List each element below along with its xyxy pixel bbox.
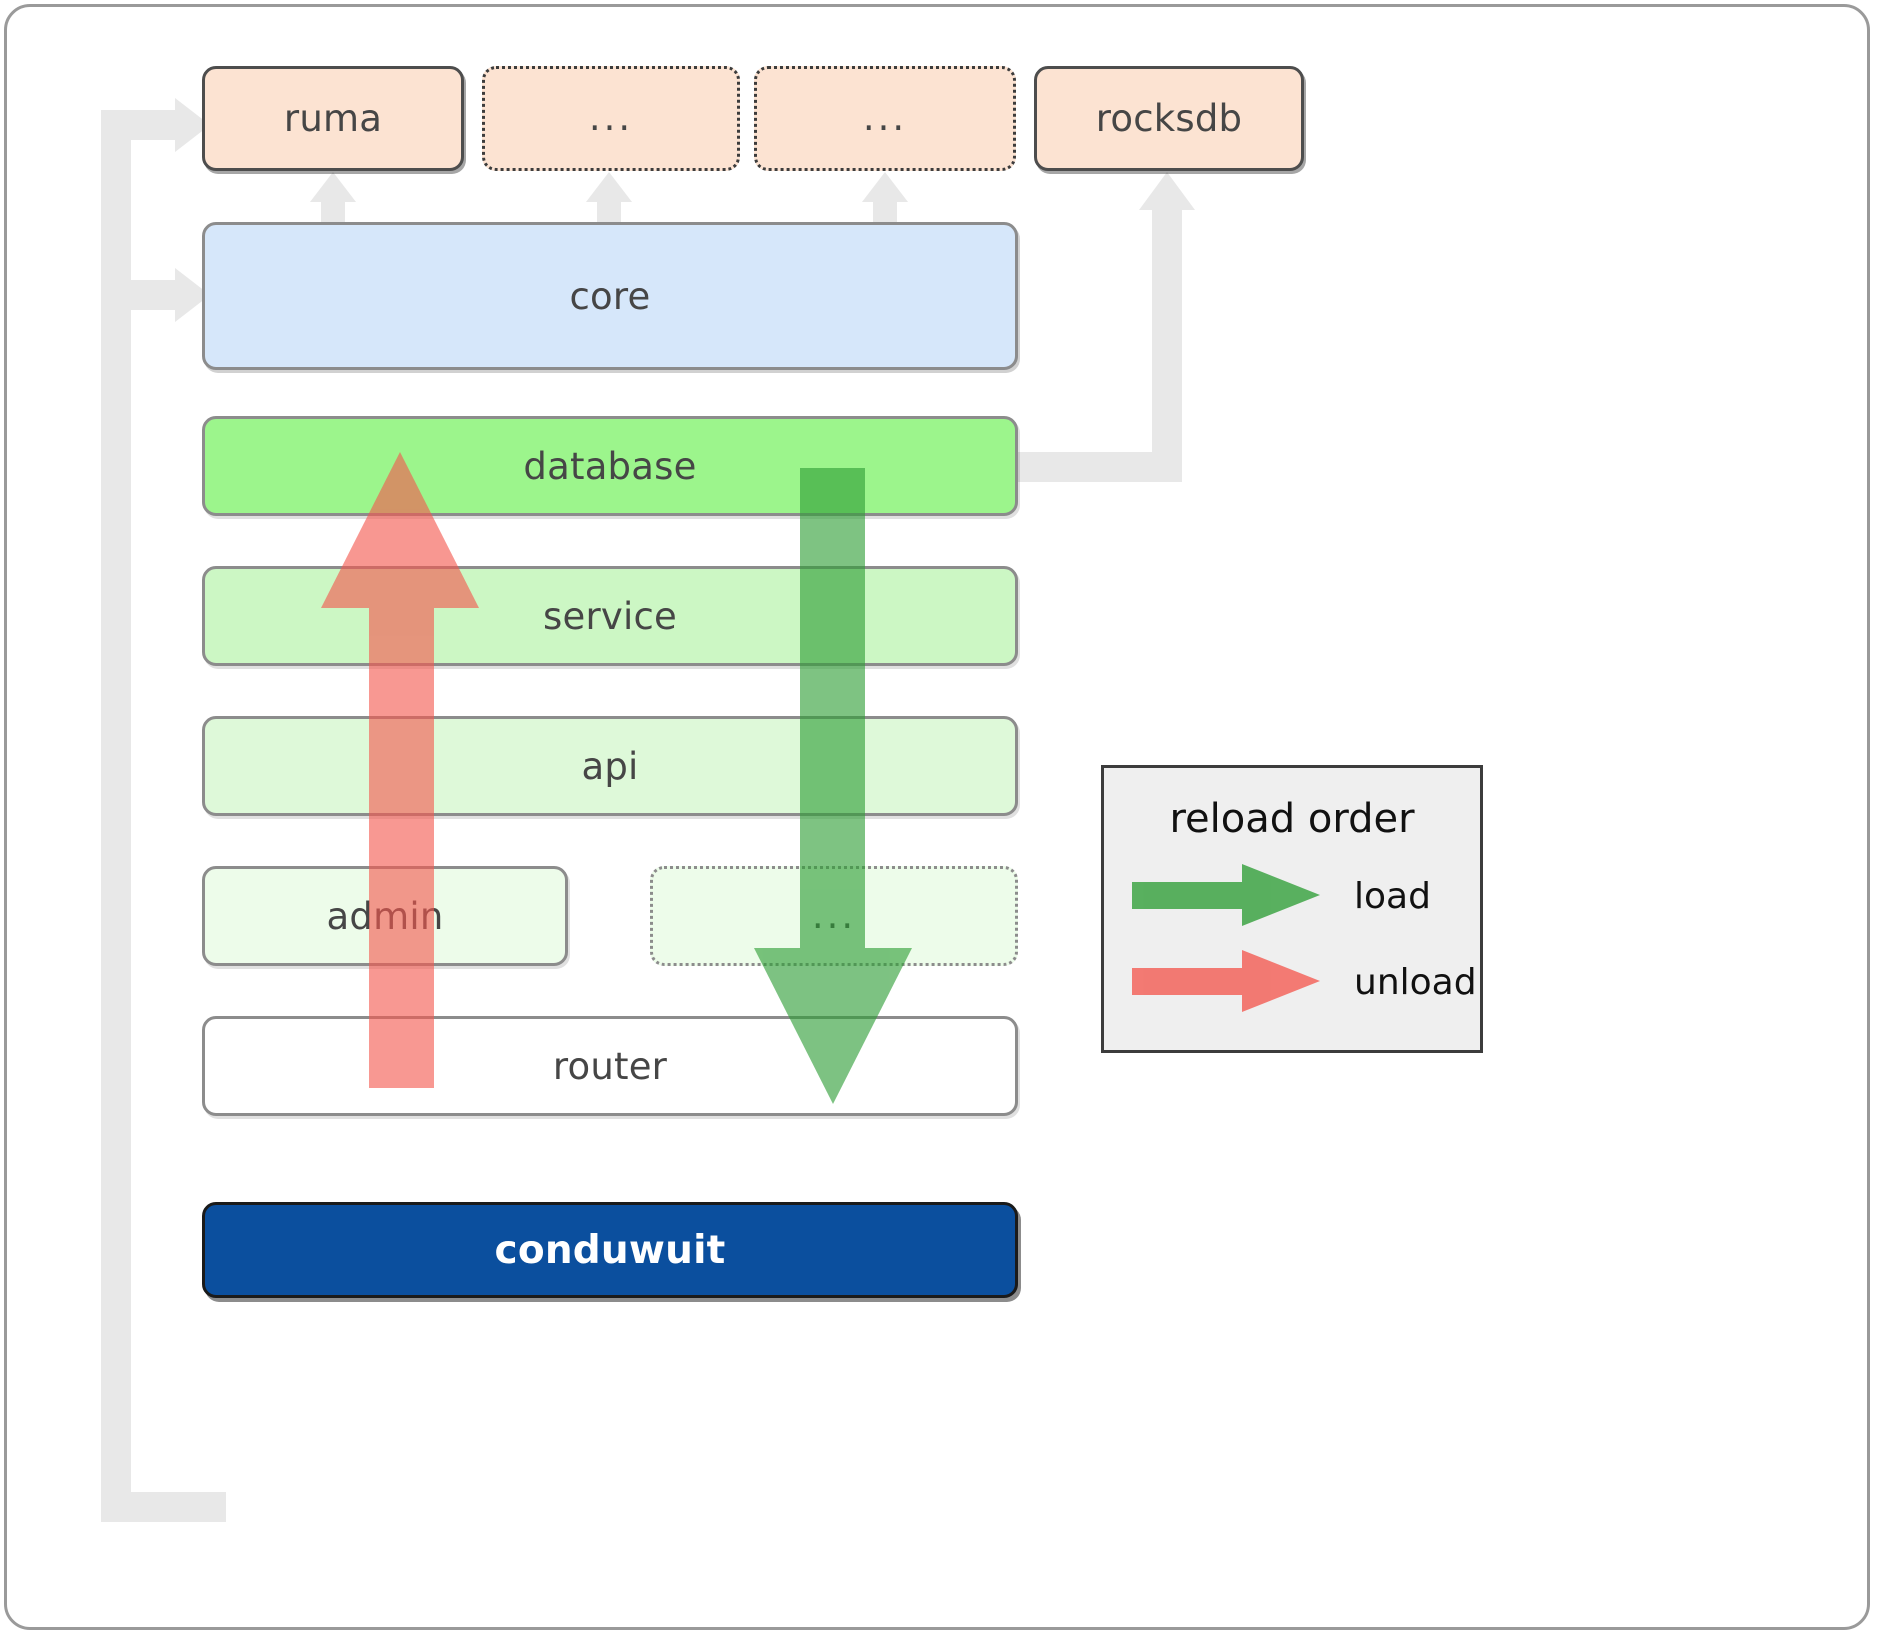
dependency-node-3[interactable]: ...	[754, 66, 1016, 171]
legend-box: reload order load unload	[1101, 765, 1483, 1053]
layer-label-router: router	[552, 1044, 668, 1088]
dependency-node-ruma[interactable]: ruma	[202, 66, 464, 171]
legend-unload-arrow-icon	[1132, 950, 1320, 1012]
layer-node-api[interactable]: api	[202, 716, 1018, 816]
legend-load-arrow-icon	[1132, 864, 1320, 926]
legend-label-unload: unload	[1354, 962, 1477, 1003]
layer-node-service[interactable]: service	[202, 566, 1018, 666]
layer-node-database[interactable]: database	[202, 416, 1018, 516]
layer-node-router[interactable]: router	[202, 1016, 1018, 1116]
layer-label-service: service	[543, 594, 677, 638]
legend-title: reload order	[1169, 796, 1415, 842]
layer-label-api: api	[581, 744, 639, 788]
layer-label-admin: admin	[326, 894, 444, 938]
layer-node-admin[interactable]: admin	[202, 866, 568, 966]
dependency-node-2[interactable]: ...	[482, 66, 740, 171]
root-label: conduwuit	[494, 1227, 726, 1273]
layer-label-more: ...	[811, 893, 857, 937]
dependency-label-3: ...	[862, 96, 908, 140]
root-node-conduwuit[interactable]: conduwuit	[202, 1202, 1018, 1298]
dependency-label-rocksdb: rocksdb	[1095, 97, 1243, 140]
layer-node-more[interactable]: ...	[650, 866, 1018, 966]
legend-label-load: load	[1354, 876, 1431, 917]
layer-label-database: database	[523, 444, 697, 488]
core-node[interactable]: core	[202, 222, 1018, 370]
core-label: core	[569, 274, 651, 318]
dependency-label-ruma: ruma	[283, 97, 383, 140]
dependency-label-2: ...	[588, 96, 634, 140]
dependency-node-rocksdb[interactable]: rocksdb	[1034, 66, 1304, 171]
